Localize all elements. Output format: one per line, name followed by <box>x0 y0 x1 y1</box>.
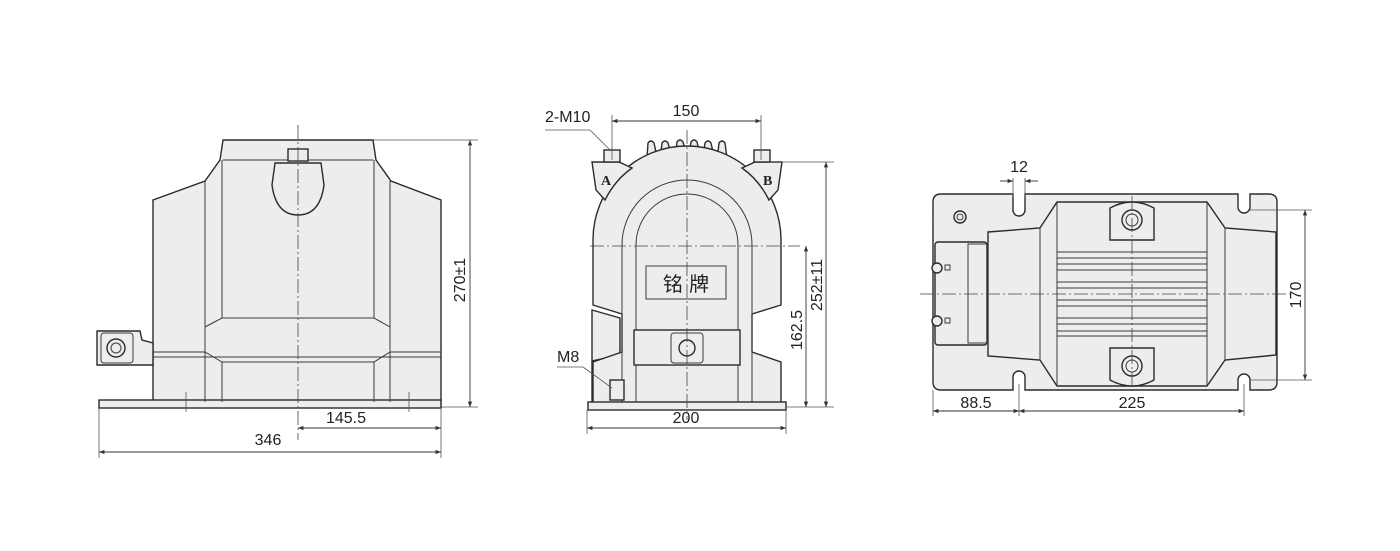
front-width-dim: 346 <box>255 432 282 449</box>
terminal-spacing-dim: 150 <box>673 103 700 120</box>
mount-spacing-dim: 225 <box>1119 395 1146 412</box>
screw-icon <box>931 262 943 274</box>
terminal-a-label: A <box>601 174 612 189</box>
mount-depth-dim: 170 <box>1288 282 1305 309</box>
ear-a <box>591 161 634 202</box>
base-width-dim: 200 <box>673 410 700 427</box>
ground-hole-icon <box>953 210 967 224</box>
terminal-callout: 2-M10 <box>545 109 590 126</box>
screw-icon <box>931 315 943 327</box>
offset-dim: 88.5 <box>960 395 991 412</box>
terminal-b-nut-icon <box>753 149 771 163</box>
top-view: 12 170 88.5 225 <box>920 159 1312 416</box>
center-height-dim: 162.5 <box>789 310 806 350</box>
side-height-dim: 252±11 <box>809 259 826 311</box>
terminal-b-label: B <box>763 174 772 189</box>
front-view: 270±1 145.5 346 <box>96 125 478 458</box>
front-height-dim: 270±1 <box>452 258 469 302</box>
side-view: A B 铭 牌 150 2-M10 M8 252±11 162.5 200 <box>545 103 834 434</box>
terminal-strip <box>934 241 988 346</box>
ground-callout: M8 <box>557 349 579 366</box>
ear-b <box>740 161 783 202</box>
nameplate-label: 铭 牌 <box>663 272 709 296</box>
ground-bolt-icon <box>609 379 625 401</box>
front-half-width-dim: 145.5 <box>326 410 366 427</box>
slot-width-dim: 12 <box>1010 159 1028 176</box>
